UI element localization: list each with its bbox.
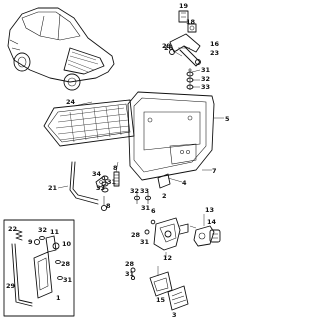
support-rod xyxy=(69,161,99,205)
callout-31d: 31 xyxy=(140,238,150,246)
hinge-upper xyxy=(169,33,201,67)
callout-18: 18 xyxy=(186,18,196,26)
callout-33b: 33 xyxy=(96,184,105,192)
callout-32b: 32 xyxy=(130,187,139,195)
bolt-26 xyxy=(169,49,179,55)
trunk-mat xyxy=(43,99,135,147)
callout-31: 31 xyxy=(201,66,211,74)
fastener-group-lower xyxy=(133,192,152,204)
callout-31c: 31 xyxy=(141,204,151,212)
callout-38: 8 xyxy=(113,164,118,172)
bracket-4 xyxy=(157,173,171,189)
callout-22: 22 xyxy=(8,225,17,233)
callout-1: 1 xyxy=(56,294,61,302)
callout-7: 7 xyxy=(212,167,217,175)
callout-32: 32 xyxy=(201,75,210,83)
callout-11: 11 xyxy=(50,228,60,236)
callout-labels: 19 18 26 16 23 31 32 33 24 5 7 4 21 34 3… xyxy=(6,2,230,319)
callout-5: 5 xyxy=(225,115,230,123)
callout-10: 10 xyxy=(62,240,72,248)
callout-29b: 29 xyxy=(162,42,172,50)
leader-lines xyxy=(57,47,224,276)
bracket-34 xyxy=(95,175,107,189)
callout-13: 13 xyxy=(205,206,214,214)
spring-38 xyxy=(113,171,120,187)
lock-cylinder xyxy=(193,225,221,247)
hardware-31-33 xyxy=(186,68,194,90)
callout-31b: 31 xyxy=(107,178,117,186)
callout-28b: 28 xyxy=(125,260,135,268)
callout-9: 9 xyxy=(28,238,33,246)
callout-12: 12 xyxy=(163,254,172,262)
callout-33c: 33 xyxy=(140,187,149,195)
callout-14: 14 xyxy=(207,218,217,226)
callout-28a: 28 xyxy=(131,231,141,239)
callout-23: 23 xyxy=(210,49,219,57)
callout-4: 4 xyxy=(182,179,187,187)
callout-2: 2 xyxy=(162,192,167,200)
detail-inset xyxy=(3,219,75,317)
callout-6: 6 xyxy=(151,207,156,215)
callout-3: 3 xyxy=(172,311,177,319)
clip-18 xyxy=(187,23,197,33)
callout-34: 34 xyxy=(92,170,102,178)
callout-29: 29 xyxy=(6,282,16,290)
tailgate-parts-diagram: 19 18 26 16 23 31 32 33 24 5 7 4 21 34 3… xyxy=(3,2,230,319)
fastener-group-center xyxy=(100,175,109,212)
callout-15: 15 xyxy=(156,296,166,304)
callout-19: 19 xyxy=(179,2,189,10)
car-illustration xyxy=(7,7,115,91)
callout-21: 21 xyxy=(48,184,58,192)
striker-15 xyxy=(149,271,173,297)
latch-12 xyxy=(153,217,189,251)
fasteners-28-lower xyxy=(130,267,136,281)
callout-16: 16 xyxy=(210,40,220,48)
fasteners-28-latch xyxy=(144,219,156,235)
callout-31f: 31 xyxy=(63,276,73,284)
striker-19 xyxy=(178,10,189,23)
callout-33: 33 xyxy=(201,83,210,91)
callout-31e: 31 xyxy=(125,270,135,278)
tailgate-panel xyxy=(127,91,215,181)
plate-3 xyxy=(167,285,189,311)
callout-24: 24 xyxy=(66,98,76,106)
callout-26: 26 xyxy=(164,44,174,52)
callout-28c: 28 xyxy=(61,260,71,268)
callout-32c: 32 xyxy=(38,226,47,234)
callout-8: 8 xyxy=(106,202,111,210)
